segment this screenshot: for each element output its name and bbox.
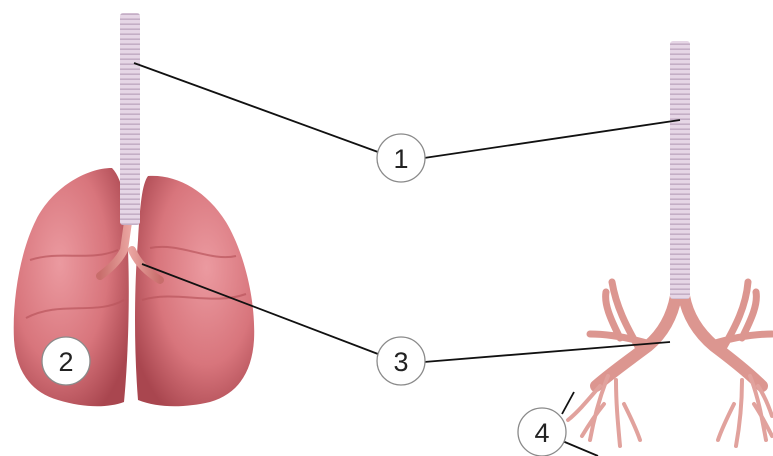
leader-3-right — [423, 341, 671, 363]
callout-3-label: 3 — [393, 347, 408, 377]
left-lung — [13, 168, 129, 407]
callout-2-label: 2 — [58, 347, 73, 377]
bronchial-tree-illustration — [566, 41, 773, 448]
callout-4: 4 — [517, 407, 567, 456]
callout-1: 1 — [376, 133, 426, 183]
callout-2: 2 — [41, 336, 91, 386]
leader-4-down — [559, 439, 599, 456]
callout-3: 3 — [376, 336, 426, 386]
leader-3-left — [141, 263, 379, 355]
leader-4-up — [561, 391, 575, 415]
right-lung — [135, 175, 255, 407]
leader-lines — [133, 62, 681, 456]
right-trachea — [670, 41, 690, 299]
leader-1-right — [423, 119, 681, 159]
left-lung-fissure — [25, 249, 125, 319]
right-lung-fissure — [141, 245, 247, 301]
left-trachea — [120, 13, 140, 225]
upper-bronchi-branches — [586, 278, 773, 354]
lungs-with-trachea-illustration — [13, 13, 255, 407]
bronchioles-branches — [566, 374, 773, 448]
left-model-bronchi — [96, 218, 164, 284]
callout-1-label: 1 — [393, 144, 408, 174]
callout-4-label: 4 — [534, 418, 549, 448]
leader-1-left — [133, 62, 379, 153]
